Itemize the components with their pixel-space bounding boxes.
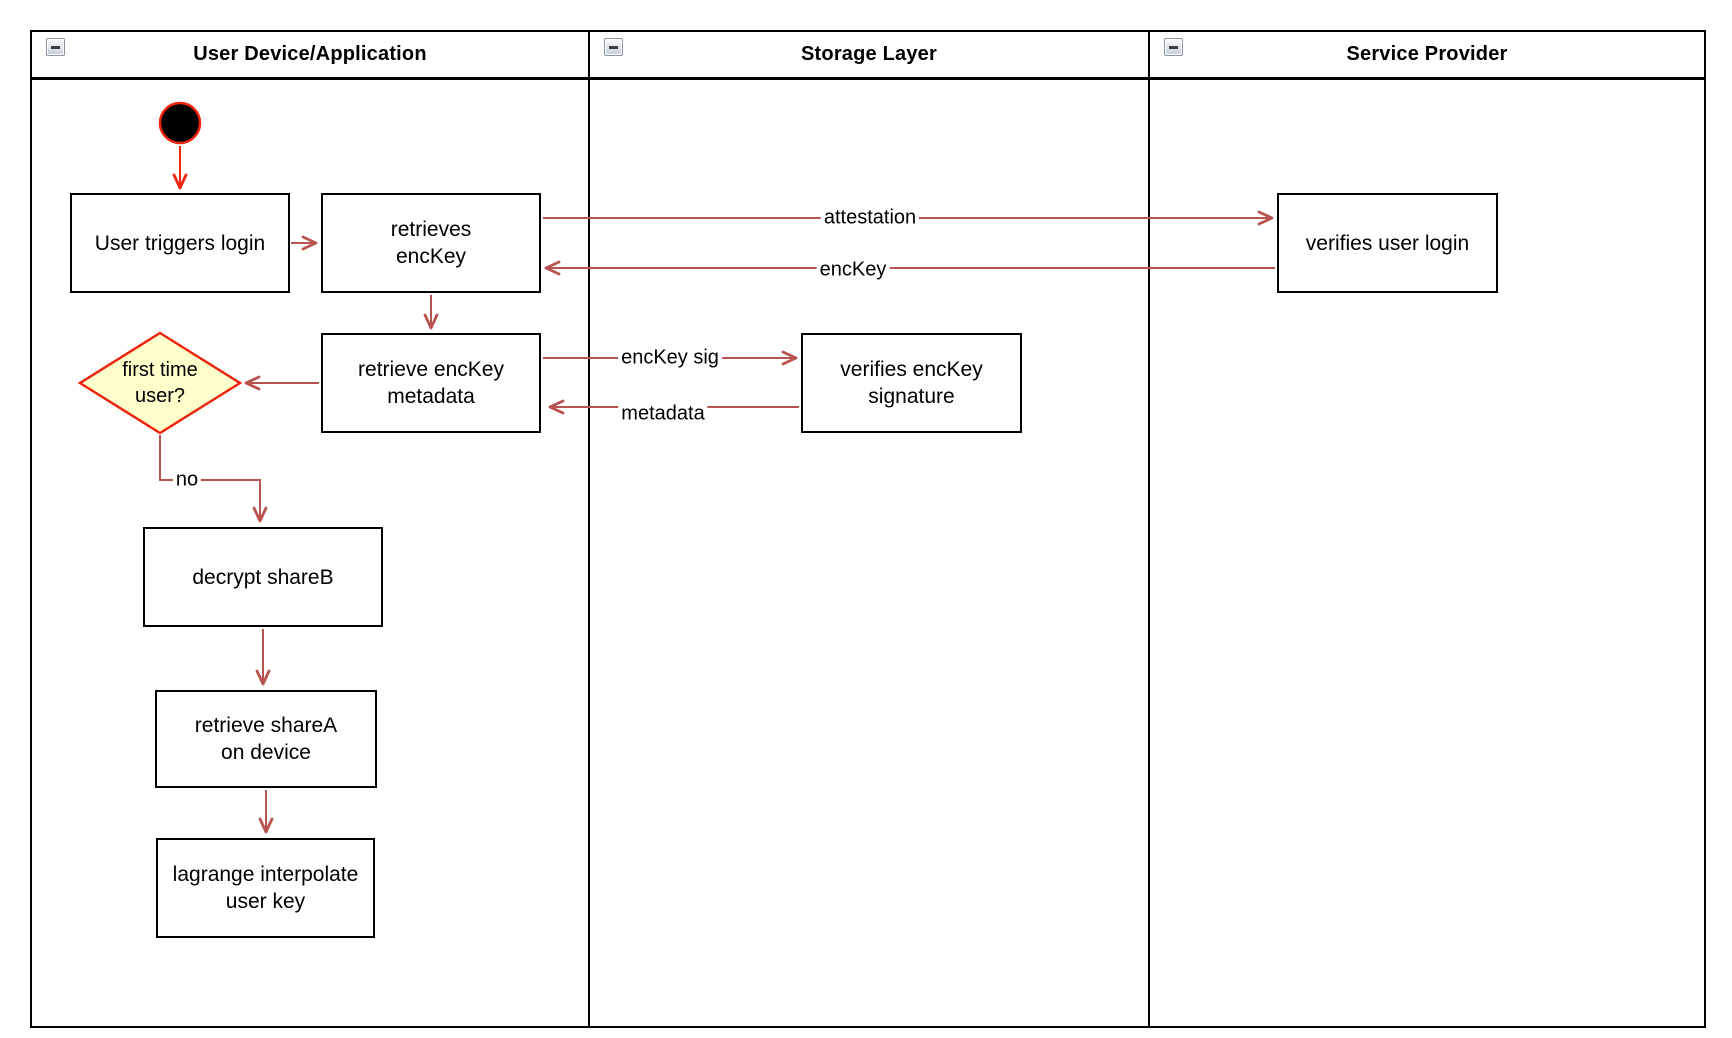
lane-user-device[interactable]: User Device/Application [32, 32, 590, 1026]
lane-title: Storage Layer [801, 43, 937, 65]
node-verifies-user-login[interactable]: verifies user login [1277, 193, 1498, 293]
edge-label-no[interactable]: no [172, 468, 202, 492]
decision-label: first time user? [122, 359, 198, 407]
lane-header-service-provider[interactable]: Service Provider [1150, 32, 1704, 80]
node-label: verifies user login [1305, 231, 1470, 255]
lane-header-user-device[interactable]: User Device/Application [32, 32, 588, 80]
node-retrieves-enckey[interactable]: retrieves encKey [321, 193, 541, 293]
node-retrieve-enckey-metadata[interactable]: retrieve encKey metadata [321, 333, 541, 433]
minus-icon [609, 45, 618, 49]
lane-service-provider[interactable]: Service Provider [1150, 32, 1704, 1026]
swimlane-pool: User Device/Application Storage Layer Se… [30, 30, 1706, 1028]
node-label: retrieve shareA on device [194, 714, 338, 764]
collapse-lane-button[interactable] [46, 38, 65, 56]
node-label: verifies encKey signature [840, 358, 983, 408]
node-retrieve-sharea[interactable]: retrieve shareA on device [155, 690, 377, 788]
node-user-triggers-login[interactable]: User triggers login [70, 193, 290, 293]
node-verifies-enckey-signature[interactable]: verifies encKey signature [801, 333, 1022, 433]
lane-header-storage-layer[interactable]: Storage Layer [590, 32, 1148, 80]
node-label: User triggers login [94, 231, 266, 255]
node-label: decrypt shareB [192, 565, 334, 589]
edge-label-metadata[interactable]: metadata [618, 402, 708, 426]
edge-label-enckey[interactable]: encKey [816, 258, 890, 282]
lane-title: Service Provider [1346, 43, 1508, 65]
node-decrypt-shareb[interactable]: decrypt shareB [143, 527, 383, 627]
collapse-lane-button[interactable] [604, 38, 623, 56]
node-label: retrieve encKey metadata [358, 358, 504, 408]
node-label: retrieves encKey [390, 218, 472, 268]
lane-title: User Device/Application [193, 43, 427, 65]
node-label: lagrange interpolate user key [172, 863, 359, 913]
minus-icon [1169, 45, 1178, 49]
collapse-lane-button[interactable] [1164, 38, 1183, 56]
minus-icon [51, 45, 60, 49]
lane-storage-layer[interactable]: Storage Layer [590, 32, 1150, 1026]
edge-label-attestation[interactable]: attestation [820, 206, 920, 230]
edge-label-enckey-sig[interactable]: encKey sig [618, 346, 722, 370]
node-lagrange-interpolate[interactable]: lagrange interpolate user key [156, 838, 375, 938]
